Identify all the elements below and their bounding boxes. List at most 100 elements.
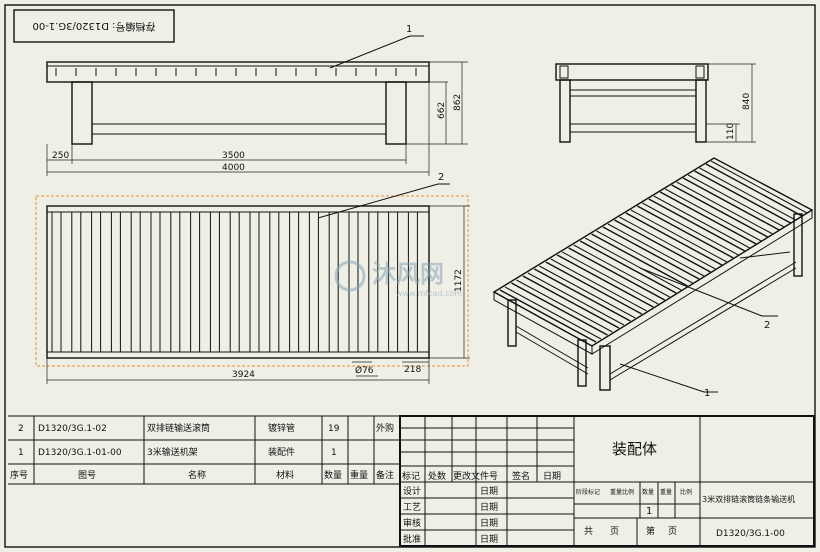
dim-218: 218 — [404, 365, 421, 375]
bom-qty-2: 19 — [328, 424, 340, 434]
quantity-value: 1 — [646, 506, 652, 517]
plan-roller — [91, 211, 102, 353]
bom-header-weight: 重量 — [350, 469, 368, 481]
isometric-view: 2 1 — [492, 157, 814, 399]
plan-roller — [150, 211, 161, 353]
plan-roller — [229, 211, 240, 353]
iso-roller — [568, 247, 666, 301]
dim-662: 662 — [437, 102, 447, 119]
bom-name-2: 双排链输送滚筒 — [147, 422, 210, 434]
dim-840: 840 — [742, 93, 752, 110]
signoff-review: 审核 — [403, 517, 421, 529]
bom-material-1: 装配件 — [268, 446, 295, 458]
dim-250: 250 — [52, 151, 69, 161]
plan-roller — [269, 211, 280, 353]
bom-note-2: 外购 — [376, 422, 394, 434]
bom-code-1: D1320/3G.1-01-00 — [38, 448, 122, 458]
bom-header-qty: 数量 — [324, 469, 342, 481]
iso-roller — [671, 184, 769, 238]
bom-header-seq: 序号 — [10, 469, 28, 481]
plan-roller — [209, 211, 220, 353]
iso-roller — [533, 268, 631, 322]
bom-code-2: D1320/3G.1-02 — [38, 424, 107, 434]
plan-roller — [130, 211, 141, 353]
rev-header-count: 处数 — [428, 470, 446, 482]
sheets-page-1: 页 — [610, 526, 619, 537]
front-view: 1 250 3500 4000 662 862 — [46, 24, 468, 176]
plan-roller — [249, 211, 260, 353]
iso-roller-edge — [687, 174, 785, 228]
iso-roller-edge — [527, 272, 625, 326]
dim-1172: 1172 — [454, 269, 464, 292]
iso-roller-edge — [710, 160, 808, 214]
iso-roller-edge — [607, 223, 705, 277]
quantity-label: 数量 — [642, 488, 654, 496]
plan-roller — [289, 211, 300, 353]
watermark: 沐风网 www.mfcad.com — [334, 260, 462, 298]
signoff-design-date: 日期 — [480, 486, 498, 497]
plan-roller — [388, 211, 399, 353]
iso-roller — [625, 212, 723, 266]
rev-header-date: 日期 — [543, 471, 561, 482]
sheet-no: 第 — [646, 525, 655, 537]
bom-seq-2: 2 — [18, 424, 24, 434]
signoff-approve: 批准 — [403, 533, 421, 545]
plan-roller — [51, 211, 62, 353]
iso-roller-edge — [573, 244, 670, 298]
iso-roller-edge — [561, 251, 659, 305]
product-name: 3米双排链滚筒链条输送机 — [702, 494, 795, 504]
iso-roller — [648, 198, 746, 252]
iso-roller-edge — [630, 209, 728, 263]
iso-roller — [614, 219, 711, 273]
signoff-approve-date: 日期 — [480, 534, 498, 545]
bom-header-material: 材料 — [276, 469, 294, 481]
dim-76: Ø76 — [355, 365, 374, 376]
sheets-total: 共 — [584, 526, 593, 537]
drawing-number: D1320/3G.1-00 — [716, 529, 785, 539]
iso-roller-edge — [619, 216, 716, 270]
stage-mark: 阶段标记 — [576, 488, 600, 496]
iso-roller-edge — [584, 237, 682, 291]
iso-roller-edge — [596, 230, 693, 284]
balloon-2-iso: 2 — [764, 320, 770, 331]
iso-roller — [499, 289, 597, 343]
weight-ratio: 重量比例 — [610, 488, 634, 496]
iso-roller — [682, 177, 780, 231]
iso-roller — [591, 233, 688, 287]
iso-roller — [522, 275, 620, 329]
archive-label: 存档编号: D1320/3G.1-00 — [32, 20, 155, 33]
bom-name-1: 3米输送机架 — [147, 446, 198, 458]
balloon-1-front: 1 — [406, 24, 412, 35]
plan-roller — [110, 211, 121, 353]
bom-qty-1: 1 — [331, 448, 337, 458]
iso-roller-edge — [664, 188, 762, 242]
drawing-title: 装配体 — [612, 440, 657, 458]
plan-roller — [407, 211, 418, 353]
signoff-process: 工艺 — [403, 502, 421, 513]
title-block: 标记 处数 更改文件号 签名 日期 设计 日期 工艺 日期 审核 日期 批准 日… — [399, 415, 815, 547]
bom-header-code: 图号 — [78, 470, 96, 481]
rev-header-doc: 更改文件号 — [453, 470, 498, 482]
iso-roller-edge — [516, 279, 613, 333]
iso-roller-edge — [676, 181, 773, 235]
balloon-1-iso: 1 — [704, 388, 710, 399]
archive-box: 存档编号: D1320/3G.1-00 — [13, 9, 175, 43]
iso-roller — [636, 205, 734, 259]
plan-roller — [308, 211, 319, 353]
iso-roller — [545, 261, 643, 315]
iso-roller — [694, 170, 791, 224]
dim-3924: 3924 — [232, 370, 255, 380]
dim-110: 110 — [726, 123, 736, 140]
weight-label: 重量 — [660, 488, 672, 496]
iso-roller — [602, 226, 700, 280]
bom-header-name: 名称 — [188, 469, 206, 481]
bom-header-note: 备注 — [376, 469, 394, 481]
iso-roller-edge — [653, 195, 751, 249]
signoff-review-date: 日期 — [480, 518, 498, 529]
iso-roller-edge — [550, 258, 648, 312]
balloon-2-plan: 2 — [438, 172, 444, 183]
watermark-url: www.mfcad.com — [396, 289, 462, 298]
dim-4000-front: 4000 — [222, 163, 245, 173]
bom-material-2: 镀锌管 — [268, 422, 295, 434]
